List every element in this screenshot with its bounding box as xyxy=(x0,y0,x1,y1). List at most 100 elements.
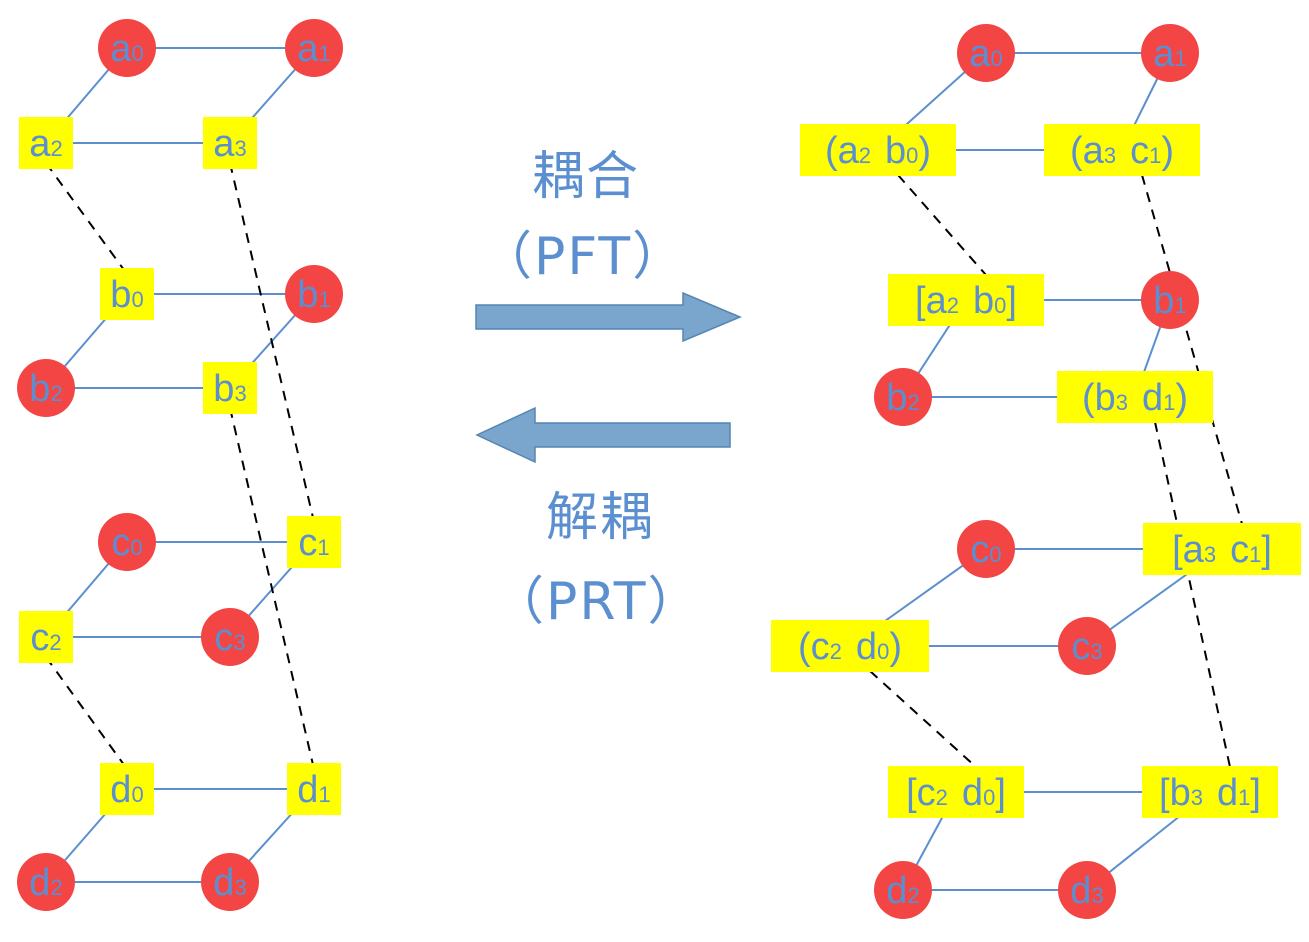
left-node-a2-box xyxy=(19,117,73,169)
right-node-c2d0_paren-b1: c xyxy=(811,626,830,668)
left-node-d0-letter: d xyxy=(110,769,131,811)
left-node-a2: a2 xyxy=(19,117,73,169)
forward-arrow xyxy=(475,291,742,343)
right-node-d2-circle xyxy=(874,861,932,919)
right-node-a0-label: a0 xyxy=(969,33,1002,75)
left-node-d3-letter: d xyxy=(213,862,234,904)
right-node-b3d1_bracket-b2: d xyxy=(1217,772,1238,814)
right-node-b1-letter: b xyxy=(1153,280,1174,322)
right-node-a2b0_paren-box xyxy=(800,124,956,176)
left-node-c1-box xyxy=(287,516,341,568)
left-node-a0-label: a0 xyxy=(110,28,143,70)
left-node-d2-subscript: 2 xyxy=(50,875,62,900)
left-node-c1-letter: c xyxy=(298,522,317,564)
right-node-a2b0_paren-open: ( xyxy=(825,130,838,172)
right-node-a1-subscript: 1 xyxy=(1174,46,1186,71)
left-node-a1-circle xyxy=(285,19,343,77)
left-node-d0-subscript: 0 xyxy=(131,782,143,807)
right-node-a0: a0 xyxy=(957,24,1015,82)
left-node-b0-box xyxy=(100,268,154,320)
left-node-b1: b1 xyxy=(285,265,343,323)
right-node-b2-subscript: 2 xyxy=(907,390,919,415)
right-node-b3d1_bracket-close: ] xyxy=(1250,772,1261,814)
right-node-b3d1_bracket-s1: 3 xyxy=(1191,785,1203,810)
right-node-c2d0_paren-box xyxy=(771,620,929,672)
right-node-a3c1_paren-box xyxy=(1044,124,1200,176)
left-node-a1-label: a1 xyxy=(297,28,330,70)
right-node-b3d1_paren-s1: 3 xyxy=(1116,390,1128,415)
right-node-b3d1_paren-b2: d xyxy=(1142,377,1163,419)
left-node-c0-letter: c xyxy=(111,522,130,564)
right-node-a3c1_paren-open: ( xyxy=(1070,130,1083,172)
left-dashed-c2-d0 xyxy=(45,656,128,770)
coupling-subtitle: （PFT） xyxy=(480,227,687,287)
left-node-c2-subscript: 2 xyxy=(49,630,61,655)
right-node-b1: b1 xyxy=(1141,271,1199,329)
right-node-b2-circle xyxy=(874,368,932,426)
right-node-a1-letter: a xyxy=(1153,33,1175,75)
left-node-a3-box xyxy=(203,117,257,169)
right-node-a0-letter: a xyxy=(969,33,991,75)
right-node-c2d0_bracket-b1: c xyxy=(917,772,936,814)
left-node-b0: b0 xyxy=(100,268,154,320)
right-node-c2d0_bracket-box xyxy=(888,766,1024,818)
right-node-c3-letter: c xyxy=(1071,626,1090,668)
left-node-c3-circle xyxy=(201,608,259,666)
right-node-c0-subscript: 0 xyxy=(989,542,1001,567)
right-node-b2-label: b2 xyxy=(886,377,919,419)
left-node-b2: b2 xyxy=(17,359,75,417)
left-node-b1-circle xyxy=(285,265,343,323)
left-node-d2-circle xyxy=(17,853,75,911)
right-node-c2d0_paren-s2: 0 xyxy=(877,639,889,664)
right-node-c2d0_paren-b2: d xyxy=(856,626,877,668)
left-node-a1: a1 xyxy=(285,19,343,77)
left-node-d2: d2 xyxy=(17,853,75,911)
left-node-d1-letter: d xyxy=(297,769,318,811)
left-node-a3-label: a3 xyxy=(213,123,246,165)
left-node-b2-subscript: 2 xyxy=(50,381,62,406)
right-node-c2d0_paren-s1: 2 xyxy=(830,639,842,664)
left-node-c0-subscript: 0 xyxy=(130,535,142,560)
right-node-a0-circle xyxy=(957,24,1015,82)
left-dashed-a3-c1 xyxy=(229,162,315,523)
left-node-d1: d1 xyxy=(287,763,341,815)
right-node-a2b0_paren-s1: 2 xyxy=(859,143,871,168)
left-node-c0: c0 xyxy=(98,513,156,571)
right-node-d3-circle xyxy=(1058,861,1116,919)
left-node-b1-label: b1 xyxy=(297,274,330,316)
right-node-c0-letter: c xyxy=(970,529,989,571)
left-node-a2-label: a2 xyxy=(29,123,62,165)
left-node-a0-circle xyxy=(98,19,156,77)
right-node-c2d0_bracket-open: [ xyxy=(906,772,917,814)
left-node-c2-label: c2 xyxy=(30,617,61,659)
left-node-c2: c2 xyxy=(19,611,73,663)
left-node-b2-letter: b xyxy=(29,368,50,410)
left-node-c3-label: c3 xyxy=(214,617,245,659)
left-node-d2-label: d2 xyxy=(29,862,62,904)
right-node-a1-label: a1 xyxy=(1153,33,1186,75)
decoupling-subtitle: （PRT） xyxy=(492,572,702,632)
right-node-b1-circle xyxy=(1141,271,1199,329)
right-node-a3c1_bracket-open: [ xyxy=(1172,529,1183,571)
coupling-title: 耦合 xyxy=(532,147,641,207)
right-node-a1: a1 xyxy=(1141,24,1199,82)
left-node-d1-label: d1 xyxy=(297,769,330,811)
right-node-d2: d2 xyxy=(874,861,932,919)
left-node-b3-label: b3 xyxy=(213,368,246,410)
right-node-b3d1_paren-close: ) xyxy=(1175,377,1188,419)
right-node-c2d0_bracket-s2: 0 xyxy=(983,785,995,810)
right-node-c2d0_paren-close: ) xyxy=(889,626,902,668)
right-node-a1-circle xyxy=(1141,24,1199,82)
right-node-a2b0_paren-b1: a xyxy=(838,130,860,172)
left-node-b0-label: b0 xyxy=(110,274,143,316)
